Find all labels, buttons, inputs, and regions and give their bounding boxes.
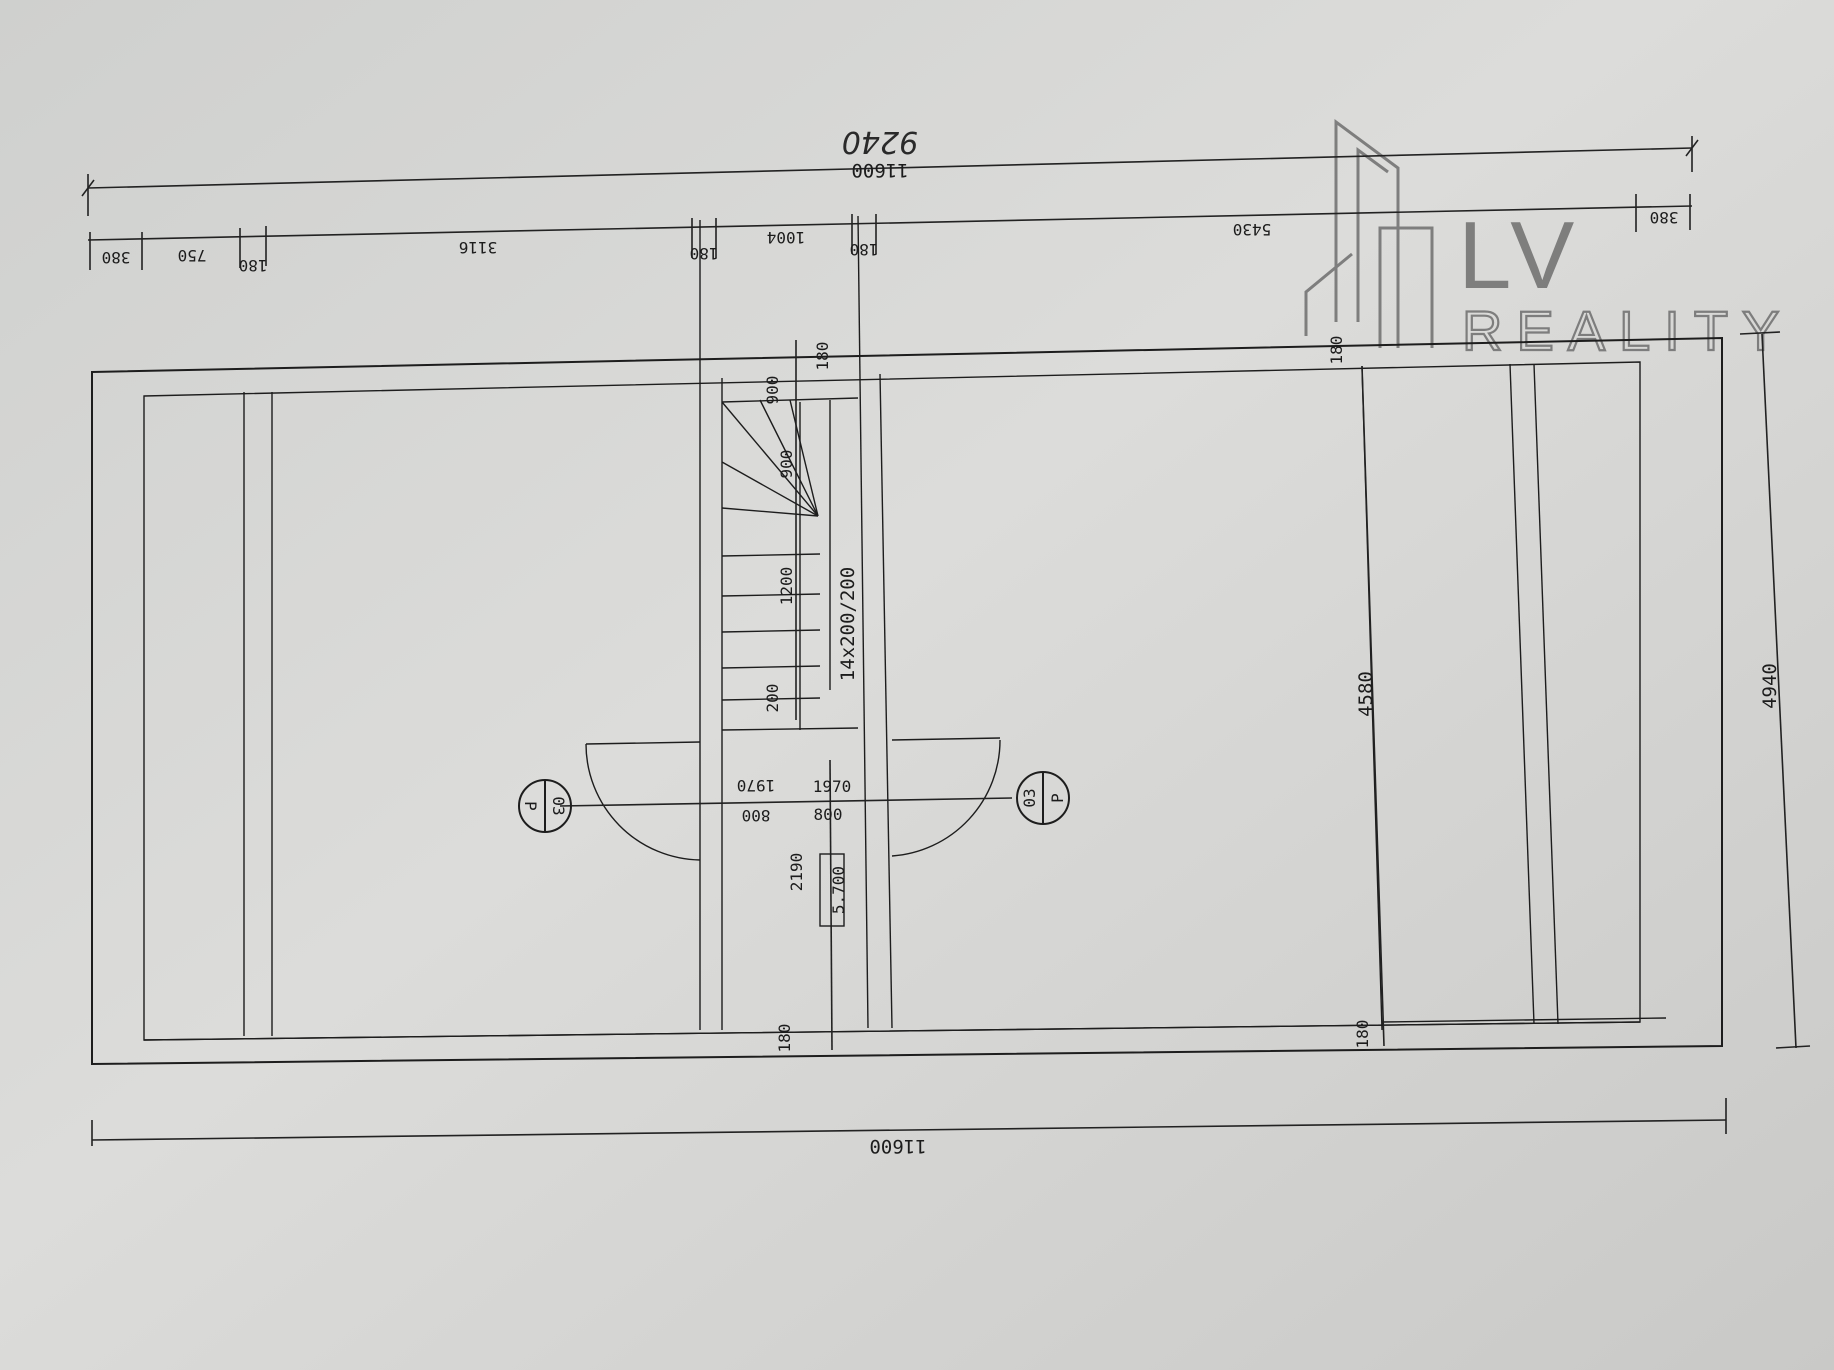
stair-width-label-2: 1200 <box>777 567 796 606</box>
wall-thickness-label-top: 180 <box>813 342 832 371</box>
lv-reality-logo: LV REALITY <box>1304 119 1793 363</box>
section-mark-left: P 03 <box>518 779 572 833</box>
top-overall-dimension: 11600 <box>81 136 1699 216</box>
logo-reality-text: REALITY <box>1462 299 1793 362</box>
section-mark-left-letter: P <box>521 801 540 811</box>
bottom-overall-dimension: 11600 <box>91 1098 1727 1157</box>
chain-label-8: 5430 <box>1233 220 1272 239</box>
door-dim-left-width: 1970 <box>737 776 776 795</box>
stair-width-label-4: 900 <box>763 376 782 405</box>
chain-label-3: 180 <box>239 256 268 275</box>
door-dim-right-width: 1970 <box>813 777 852 796</box>
overall-bottom-label: 11600 <box>869 1135 926 1157</box>
overall-height-dimension: 4940 <box>1739 331 1811 1049</box>
chain-label-7: 180 <box>850 240 879 259</box>
landing-length-label: 2190 <box>787 853 806 892</box>
section-mark-right-letter: P <box>1048 793 1067 803</box>
chain-label-6: 1004 <box>767 228 806 247</box>
stair-spec-label: 14x200/200 <box>837 567 859 681</box>
overall-height-label: 4940 <box>1759 663 1781 709</box>
top-chain-dimension: 380 750 180 3116 180 1004 180 5430 380 <box>87 194 1693 275</box>
staircase <box>721 340 859 1051</box>
chain-label-2: 750 <box>178 246 207 265</box>
building-mark-icon <box>1304 119 1434 348</box>
logo-lv-text: LV <box>1458 202 1580 309</box>
door-swings <box>559 737 1013 861</box>
wall-thickness-label-bottom-left: 180 <box>775 1024 794 1053</box>
chain-label-1: 380 <box>102 248 131 267</box>
inner-height-label: 4580 <box>1355 671 1377 717</box>
wall-thickness-label-right: 180 <box>1327 336 1346 365</box>
building-walls <box>91 215 1723 1066</box>
landing-level-label: 5.700 <box>829 866 848 914</box>
handwritten-dimension: 9240 <box>842 124 918 159</box>
section-mark-left-number: 03 <box>549 796 568 815</box>
chain-label-4: 3116 <box>459 238 498 257</box>
stair-width-label-1: 900 <box>777 450 796 479</box>
chain-label-5: 180 <box>690 244 719 263</box>
inner-height-dimension: 4580 <box>1355 365 1385 1047</box>
chain-label-9: 380 <box>1650 208 1679 227</box>
stair-width-label-3: 200 <box>763 684 782 713</box>
wall-thickness-label-bottom-right: 180 <box>1353 1020 1372 1049</box>
landing-level-box: 5.700 <box>819 853 848 927</box>
section-mark-right-number: 03 <box>1020 788 1039 807</box>
overall-top-label: 11600 <box>851 159 908 181</box>
section-mark-right: 03 P <box>1016 771 1070 825</box>
door-dim-left-height: 800 <box>742 806 771 825</box>
door-dim-right-height: 800 <box>814 805 843 824</box>
